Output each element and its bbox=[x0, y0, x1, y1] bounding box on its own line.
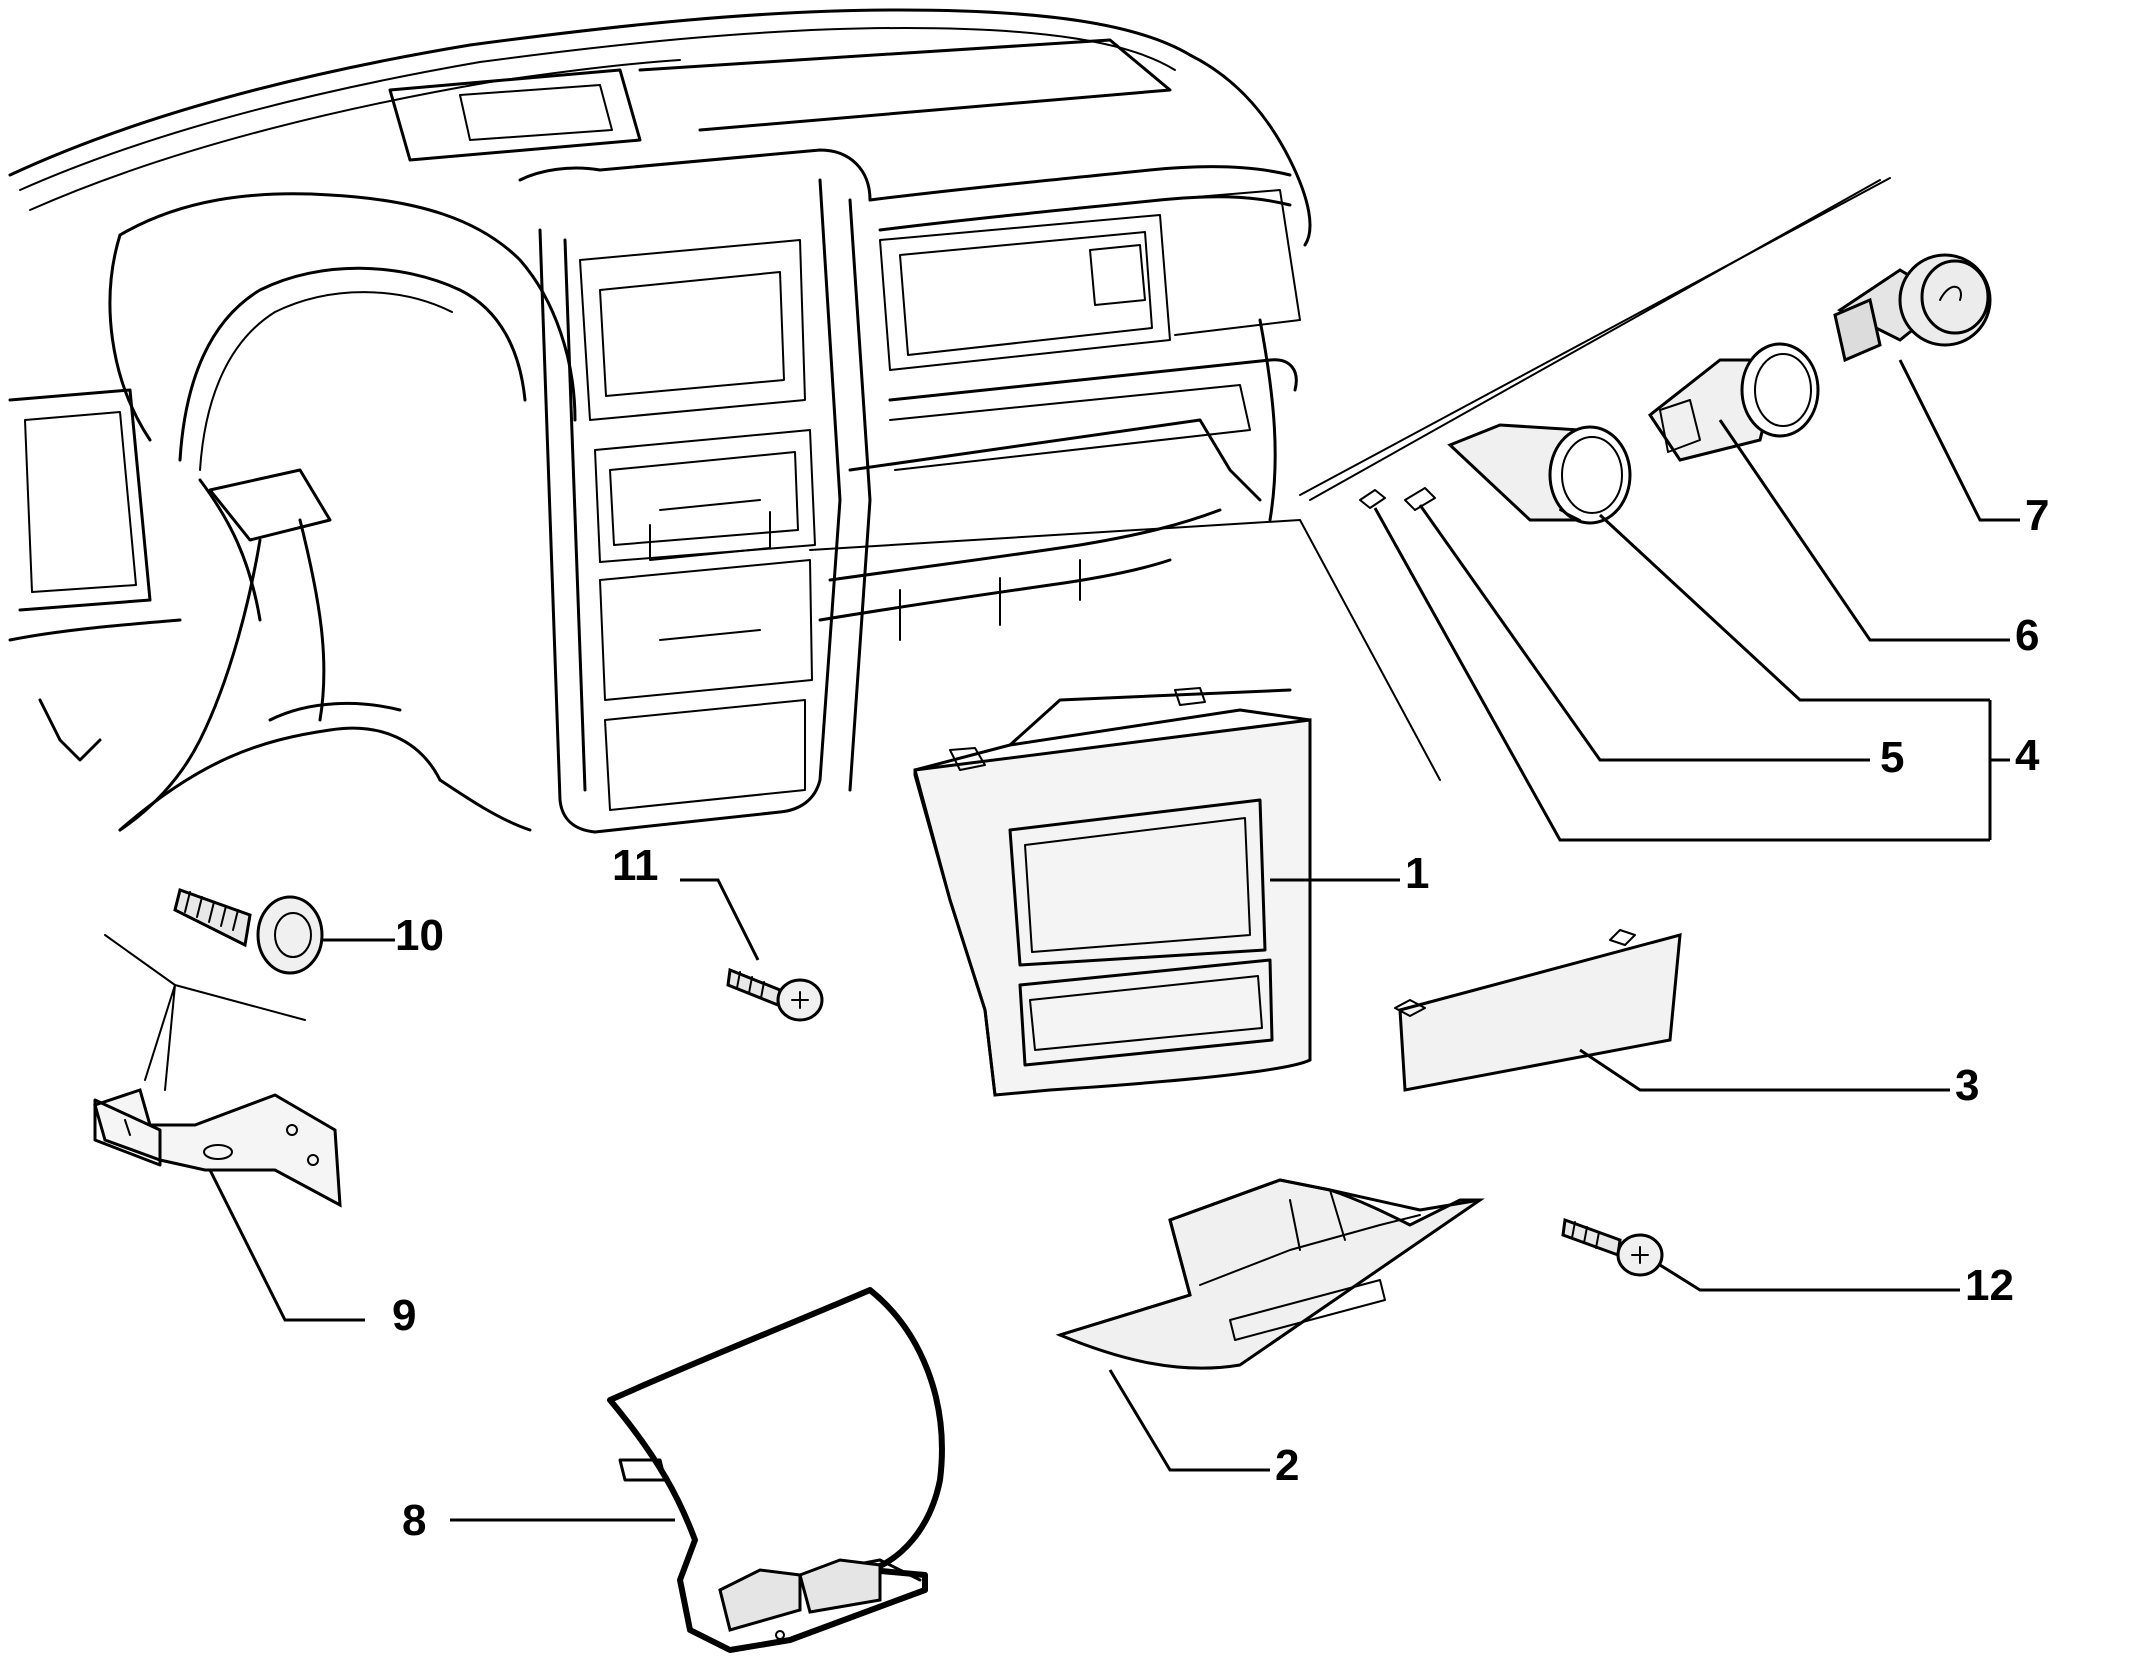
callout-9: 9 bbox=[392, 1291, 416, 1340]
callout-10: 10 bbox=[395, 911, 444, 960]
callout-7: 7 bbox=[2025, 491, 2049, 540]
callout-labels: 1 2 3 4 5 6 7 8 9 10 11 12 bbox=[392, 491, 2049, 1545]
callout-11: 11 bbox=[612, 841, 659, 890]
part-1-center-bezel bbox=[913, 687, 1400, 1097]
part-9-bracket bbox=[93, 934, 365, 1322]
part-2-tray bbox=[1055, 1178, 1485, 1472]
dashboard-assembly bbox=[8, 8, 1312, 834]
callout-3: 3 bbox=[1955, 1061, 1979, 1110]
callout-4: 4 bbox=[2015, 731, 2040, 780]
part-10-bolt bbox=[173, 888, 395, 975]
lighter-group bbox=[809, 177, 2020, 842]
callout-5: 5 bbox=[1880, 733, 1904, 782]
part-11-screw bbox=[680, 878, 824, 1022]
callout-6: 6 bbox=[2015, 611, 2039, 660]
part-3-blank-panel bbox=[1394, 929, 1950, 1092]
callout-8: 8 bbox=[402, 1496, 426, 1545]
callout-2: 2 bbox=[1275, 1441, 1299, 1490]
callout-12: 12 bbox=[1965, 1261, 2014, 1310]
callout-1: 1 bbox=[1405, 849, 1429, 898]
part-12-screw bbox=[1561, 1217, 1960, 1292]
part-8-lower-trim bbox=[450, 1287, 945, 1653]
